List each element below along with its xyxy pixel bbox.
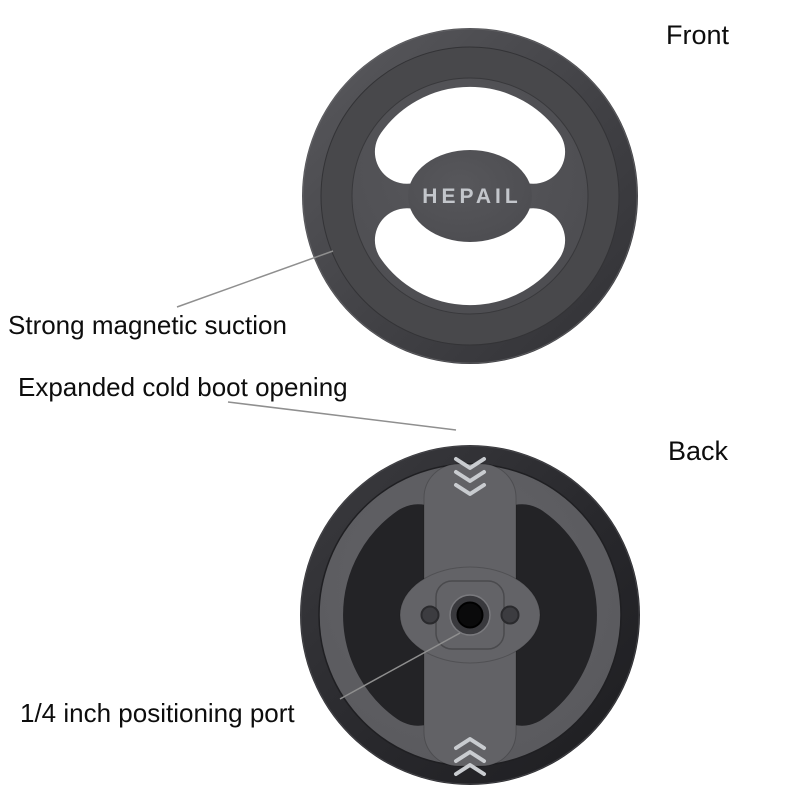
back-disc xyxy=(300,445,640,785)
front-disc-bevel-edge xyxy=(320,46,620,346)
front-disc xyxy=(302,28,638,364)
back-view-label: Back xyxy=(668,436,729,466)
annotation-strong-magnetic-suction: Strong magnetic suction xyxy=(8,310,287,340)
front-center-hub xyxy=(408,150,532,242)
chevrons-down-icon xyxy=(454,457,486,496)
annotation-expanded-cold-boot-opening: Expanded cold boot opening xyxy=(18,372,348,402)
screw-hole-right xyxy=(500,605,520,625)
front-cutout-bottom xyxy=(374,208,566,305)
brand-logo: HEPAIL xyxy=(422,185,522,208)
chevrons-up-icon xyxy=(454,737,486,776)
back-cutout-right xyxy=(484,504,597,726)
front-view-label: Front xyxy=(666,20,730,50)
annotation-quarter-inch-positioning-port: 1/4 inch positioning port xyxy=(20,698,295,728)
leader-lines xyxy=(176,250,461,700)
leader-line-cold-boot xyxy=(227,401,457,431)
leader-line-magnetic xyxy=(176,250,334,308)
front-cutout-top xyxy=(374,87,566,184)
front-disc-face-edge xyxy=(351,77,589,315)
front-disc-rim-highlight xyxy=(302,28,638,364)
back-cutout-left xyxy=(343,504,456,726)
leader-line-positioning xyxy=(339,632,461,700)
back-disc-rim-highlight xyxy=(300,445,640,785)
positioning-port-hole xyxy=(456,601,484,629)
screw-hole-left xyxy=(420,605,440,625)
